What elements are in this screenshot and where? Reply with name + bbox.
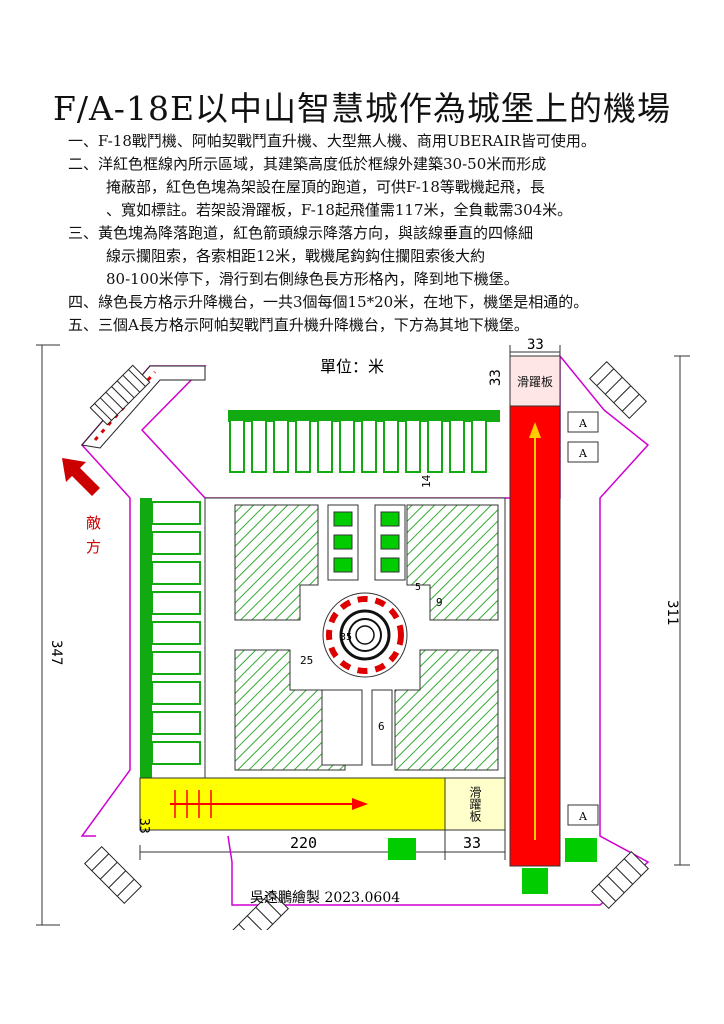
- note-1: 一、F-18戰鬥機、阿帕契戰鬥直升機、大型無人機、商用UBERAIR皆可使用。: [68, 132, 596, 150]
- parking-blocks: [321, 504, 406, 766]
- elevator-platforms: [388, 838, 597, 894]
- enemy-label-2: 方: [86, 538, 101, 556]
- top-building: [317, 419, 333, 473]
- top-building: [251, 419, 267, 473]
- dim-6: 6: [378, 720, 385, 733]
- landing-runway: 滑躍板: [139, 777, 506, 831]
- heli-pad-1: A: [578, 417, 588, 430]
- top-building: [295, 419, 311, 473]
- bottom-ski-jump-label: 滑躍板: [468, 786, 482, 823]
- left-building: [151, 711, 201, 735]
- left-buildings: [140, 498, 201, 778]
- note-2-cont-1: 掩蔽部，紅色色塊為架設在屋頂的跑道，可供F-18等戰機起飛，長: [106, 178, 545, 196]
- top-ski-jump-label: 滑躍板: [517, 375, 553, 389]
- dim-33-side: 33: [488, 369, 504, 386]
- heli-pad-3: A: [578, 810, 588, 823]
- dim-311: 311: [664, 600, 680, 625]
- dim-14: 14: [420, 474, 433, 488]
- credit: 吳遠鵬繪製 2023.0604: [250, 889, 400, 906]
- bottom-ski-jump: [444, 777, 506, 831]
- note-4: 四、綠色長方格示升降機台，一共3個每個15*20米，在地下，機堡是相通的。: [68, 293, 589, 311]
- top-building: [383, 419, 399, 473]
- top-building: [339, 419, 355, 473]
- dim-347: 347: [48, 640, 64, 665]
- top-building: [361, 419, 377, 473]
- top-building: [405, 419, 421, 473]
- note-2: 二、洋紅色框線內所示區域，其建築高度低於框線外建築30-50米而形成: [68, 155, 547, 173]
- left-building: [151, 621, 201, 645]
- left-building: [151, 501, 201, 525]
- left-building: [151, 531, 201, 555]
- dim-25: 25: [300, 654, 313, 667]
- dim-33-top: 33: [527, 337, 544, 353]
- left-building: [151, 561, 201, 585]
- dim-33-landing-width: 33: [136, 818, 151, 834]
- note-3-cont-1: 線示攔阻索，各索相距12米，戰機尾鈎鈎住攔阻索後大約: [106, 247, 486, 265]
- left-building: [151, 741, 201, 765]
- enemy-direction: 敵 方: [62, 458, 101, 556]
- unit-label: 單位：米: [320, 357, 384, 376]
- page-title: F/A-18E以中山智慧城作為城堡上的機場: [52, 89, 672, 128]
- left-building: [151, 681, 201, 705]
- left-building: [151, 591, 201, 615]
- takeoff-runway: 滑躍板: [509, 355, 561, 867]
- helicopter-pads: A A A: [567, 411, 599, 826]
- note-2-cont-2: 、寬如標註。若架設滑躍板，F-18起飛僅需117米，全負載需304米。: [106, 201, 573, 219]
- note-3-cont-2: 80-100米停下，滑行到右側綠色長方形格內，降到地下機堡。: [106, 270, 519, 288]
- top-building: [471, 419, 487, 473]
- top-buildings: [228, 410, 500, 473]
- enemy-label-1: 敵: [86, 514, 101, 532]
- dim-220: 220: [290, 834, 317, 852]
- heli-pad-2: A: [578, 447, 588, 460]
- top-building: [449, 419, 465, 473]
- corner-structures: [84, 361, 649, 930]
- left-building: [151, 651, 201, 675]
- access-road: [81, 365, 206, 449]
- dim-33-landing: 33: [463, 834, 481, 852]
- dim-5: 5: [415, 582, 421, 593]
- airport-diagram: 滑躍板 A A A 滑躍板 敵 方 單位：米 347 311 220 33 33: [36, 337, 690, 930]
- hatched-buildings: [234, 504, 499, 771]
- top-building: [427, 419, 443, 473]
- top-ski-jump: [509, 355, 561, 407]
- central-roundabout: [322, 592, 408, 678]
- note-3: 三、黃色塊為降落跑道，紅色箭頭線示降落方向，與該線垂直的四條細: [68, 224, 534, 242]
- top-building: [229, 419, 245, 473]
- dimension-lines: [36, 344, 690, 926]
- top-building: [273, 419, 289, 473]
- dim-35: 35: [340, 632, 352, 643]
- dim-9: 9: [436, 596, 443, 609]
- note-5: 五、三個A長方格示阿帕契戰鬥直升機升降機台，下方為其地下機堡。: [68, 316, 529, 334]
